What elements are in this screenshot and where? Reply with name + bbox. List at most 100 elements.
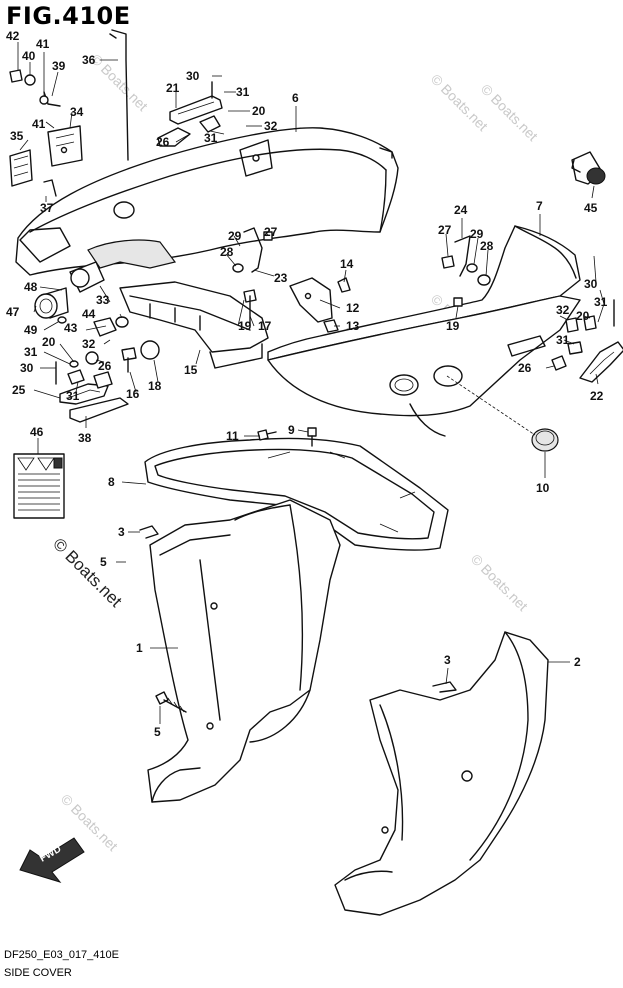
callout-43: 43 bbox=[64, 321, 78, 335]
callout-21: 21 bbox=[166, 81, 180, 95]
callout-41: 41 bbox=[36, 37, 50, 51]
callout-19b: 19 bbox=[446, 319, 460, 333]
callout-32c: 32 bbox=[556, 303, 570, 317]
callout-3b: 3 bbox=[444, 653, 451, 667]
part-7-right-cover bbox=[267, 225, 581, 437]
callout-26a: 26 bbox=[156, 135, 170, 149]
callout-27a: 27 bbox=[264, 225, 278, 239]
fwd-arrow: FWD bbox=[19, 837, 85, 883]
callout-25: 25 bbox=[12, 383, 26, 397]
callout-46: 46 bbox=[30, 425, 44, 439]
callout-20a: 20 bbox=[252, 104, 266, 118]
part-21-lever bbox=[157, 81, 223, 147]
watermark: © Boats.net bbox=[468, 551, 531, 614]
part-8-seal bbox=[144, 437, 449, 551]
figure-code: DF250_E03_017_410E bbox=[4, 949, 119, 961]
callout-26b: 26 bbox=[98, 359, 112, 373]
watermark: © Boats.net bbox=[428, 71, 491, 134]
callout-39: 39 bbox=[52, 59, 66, 73]
callout-31a: 31 bbox=[236, 85, 250, 99]
callout-34: 34 bbox=[70, 105, 84, 119]
callout-16: 16 bbox=[126, 387, 140, 401]
callout-42: 42 bbox=[6, 29, 20, 43]
part-6-upper-cover bbox=[15, 127, 399, 276]
callout-9: 9 bbox=[288, 423, 295, 437]
part-1-left-side-cover bbox=[147, 499, 341, 803]
part-36-cable-tie bbox=[109, 29, 129, 161]
callout-7: 7 bbox=[536, 199, 543, 213]
callout-30c: 30 bbox=[584, 277, 598, 291]
callout-3a: 3 bbox=[118, 525, 125, 539]
watermark: © Boats.net bbox=[478, 81, 541, 144]
callout-38: 38 bbox=[78, 431, 92, 445]
part-5-bolt bbox=[155, 691, 187, 713]
callout-29b: 29 bbox=[470, 227, 484, 241]
handle-25 bbox=[59, 383, 109, 405]
part-2-right-side-cover bbox=[334, 631, 549, 916]
callout-14: 14 bbox=[340, 257, 354, 271]
callout-32b: 32 bbox=[82, 337, 96, 351]
watermark: © Boats.net bbox=[88, 51, 151, 114]
handle-22 bbox=[579, 341, 623, 383]
callout-11: 11 bbox=[226, 429, 239, 443]
callout-31e: 31 bbox=[594, 295, 608, 309]
top-left-parts bbox=[9, 69, 83, 197]
callout-19a: 19 bbox=[238, 319, 252, 333]
callout-31c: 31 bbox=[24, 345, 38, 359]
callout-45: 45 bbox=[584, 201, 598, 215]
part-38 bbox=[69, 397, 129, 423]
callout-49: 49 bbox=[24, 323, 38, 337]
callout-20c: 20 bbox=[576, 309, 590, 323]
figure-caption: SIDE COVER bbox=[4, 967, 72, 979]
callout-30a: 30 bbox=[186, 69, 200, 83]
screws-9-11 bbox=[257, 427, 317, 447]
part-46-label bbox=[13, 453, 65, 519]
callout-23: 23 bbox=[274, 271, 288, 285]
callout-15: 15 bbox=[184, 363, 198, 377]
part-15-bracket bbox=[87, 239, 269, 369]
callout-17: 17 bbox=[258, 319, 272, 333]
left-small-parts bbox=[34, 261, 160, 389]
callout-22: 22 bbox=[590, 389, 604, 403]
leader-lines bbox=[17, 42, 605, 724]
callout-32a: 32 bbox=[264, 119, 278, 133]
part-45-grommet bbox=[571, 151, 606, 185]
callout-31d: 31 bbox=[66, 389, 80, 403]
callout-36: 36 bbox=[82, 53, 96, 67]
callout-5: 5 bbox=[154, 725, 161, 739]
callout-40: 40 bbox=[22, 49, 36, 63]
callout-24: 24 bbox=[454, 203, 468, 217]
callout-12: 12 bbox=[346, 301, 360, 315]
callout-5-upper: 5 bbox=[100, 555, 107, 569]
callout-48: 48 bbox=[24, 280, 38, 294]
callout-31f: 31 bbox=[556, 333, 570, 347]
callout-8: 8 bbox=[108, 475, 115, 489]
callout-26c: 26 bbox=[518, 361, 532, 375]
part-12-13-14 bbox=[289, 277, 351, 333]
callout-2: 2 bbox=[574, 655, 581, 669]
callout-13: 13 bbox=[346, 319, 360, 333]
right-small-parts bbox=[441, 235, 615, 371]
callouts: 42 41 40 39 36 34 41 35 37 30 21 31 20 3… bbox=[6, 29, 608, 739]
part-10-plug bbox=[446, 375, 559, 452]
callout-31b: 31 bbox=[204, 131, 218, 145]
callout-18: 18 bbox=[148, 379, 162, 393]
callout-10: 10 bbox=[536, 481, 550, 495]
callout-27b: 27 bbox=[438, 223, 452, 237]
page-title: FIG.410E bbox=[6, 2, 131, 30]
callout-41b: 41 bbox=[32, 117, 46, 131]
callout-28a: 28 bbox=[220, 245, 234, 259]
callout-33: 33 bbox=[96, 293, 110, 307]
callout-44: 44 bbox=[82, 307, 96, 321]
callout-29a: 29 bbox=[228, 229, 242, 243]
callout-35: 35 bbox=[10, 129, 24, 143]
callout-1: 1 bbox=[136, 641, 143, 655]
callout-37: 37 bbox=[40, 201, 54, 215]
callout-6: 6 bbox=[292, 91, 299, 105]
middle-small-parts bbox=[232, 227, 273, 325]
callout-28b: 28 bbox=[480, 239, 494, 253]
part-3-clips bbox=[139, 525, 457, 693]
callout-30b: 30 bbox=[20, 361, 34, 375]
